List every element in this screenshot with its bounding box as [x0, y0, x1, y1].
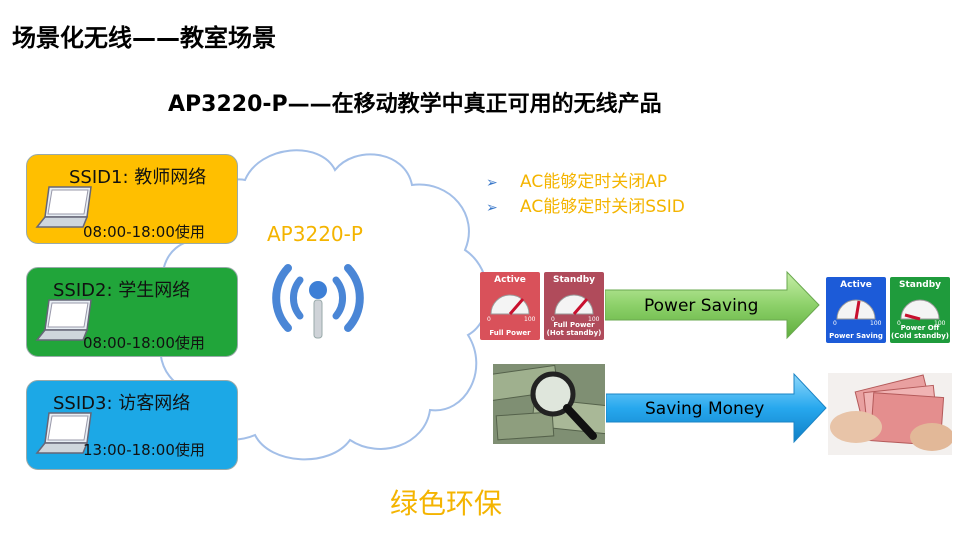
- gauge-dial-icon: [836, 299, 876, 320]
- gauge-dial-icon: [900, 299, 940, 321]
- ssid-time: 13:00-18:00使用: [83, 441, 205, 459]
- green-eco-label: 绿色环保: [390, 487, 503, 520]
- arrow-bullet-icon: ➢: [486, 175, 498, 191]
- power-saving-label: Power Saving: [644, 296, 759, 316]
- ap-model-label: AP3220-P: [267, 222, 363, 246]
- feature-bullets: ➢AC能够定时关闭AP ➢AC能够定时关闭SSID: [486, 170, 685, 220]
- cash-in-hands-image: [828, 373, 952, 455]
- slide-subtitle: AP3220-P——在移动教学中真正可用的无线产品: [168, 92, 662, 117]
- laptop-icon: [35, 299, 92, 341]
- ssid-name: SSID2: 学生网络: [53, 280, 191, 301]
- gauge-active-full-power: Active 0 100 Full Power: [480, 272, 540, 340]
- gauge-active-power-saving: Active 0 100 Power Saving: [826, 277, 886, 343]
- ssid-name: SSID1: 教师网络: [69, 167, 207, 188]
- saving-money-label: Saving Money: [645, 399, 765, 419]
- slide-title: 场景化无线——教室场景: [12, 24, 276, 52]
- ssid-teacher-card: SSID1: 教师网络 08:00-18:00使用: [26, 154, 238, 244]
- saving-money-arrow: [606, 372, 827, 444]
- gauge-dial-icon: [554, 294, 594, 315]
- ssid-name: SSID3: 访客网络: [53, 393, 191, 414]
- arrow-bullet-icon: ➢: [486, 200, 498, 216]
- ssid-guest-card: SSID3: 访客网络 13:00-18:00使用: [26, 380, 238, 470]
- ssid-time: 08:00-18:00使用: [83, 334, 205, 352]
- bullet-item: ➢AC能够定时关闭AP: [486, 170, 685, 195]
- gauge-dial-icon: [490, 294, 530, 315]
- ssid-time: 08:00-18:00使用: [83, 223, 205, 241]
- wireless-ap-icon: [272, 264, 364, 339]
- gauge-standby-hot: Standby 0 100 Full Power (Hot standby): [544, 272, 604, 340]
- laptop-icon: [35, 412, 92, 454]
- money-magnifier-image: [493, 364, 605, 444]
- ssid-student-card: SSID2: 学生网络 08:00-18:00使用: [26, 267, 238, 357]
- gauge-standby-cold: Standby 0 100 Power Off (Cold standby): [890, 277, 950, 343]
- bullet-item: ➢AC能够定时关闭SSID: [486, 195, 685, 220]
- laptop-icon: [35, 186, 92, 228]
- power-saving-arrow: [605, 270, 820, 340]
